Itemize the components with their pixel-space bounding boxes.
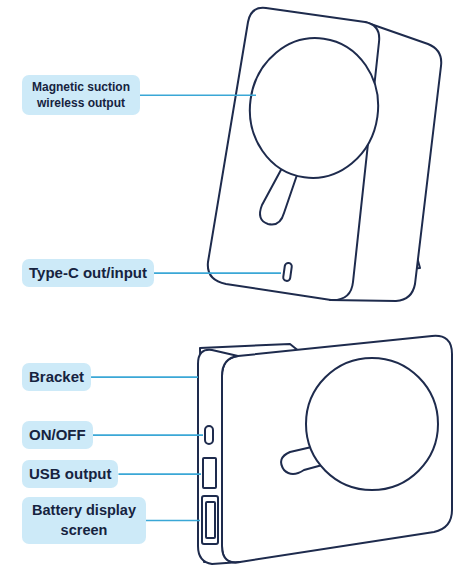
switch-label: ON/OFF — [22, 421, 93, 449]
display-label: Battery display screen — [22, 497, 146, 544]
label-text: Bracket — [29, 367, 84, 387]
magnetic-ring — [241, 30, 387, 186]
leader-line — [146, 520, 200, 522]
port-label: Type-C out/input — [22, 259, 154, 287]
label-text: USB output — [29, 464, 111, 484]
leader-line — [154, 272, 281, 274]
display-window — [206, 502, 215, 538]
device-side — [198, 350, 240, 564]
wireless-label: Magnetic suction wireless output — [22, 75, 140, 115]
leader-line — [118, 473, 201, 475]
leader-line — [93, 434, 203, 436]
type-c-port — [283, 263, 292, 282]
leader-line — [140, 94, 256, 96]
label-text: Magnetic suction wireless output — [26, 79, 136, 111]
device-front — [222, 336, 452, 563]
display-screen — [202, 496, 218, 544]
power-button — [205, 426, 213, 444]
ring-tail — [260, 168, 298, 225]
bracket-label: Bracket — [22, 363, 91, 391]
magnetic-ring — [306, 358, 438, 490]
usb-label: USB output — [22, 460, 118, 488]
usb-port — [203, 458, 216, 488]
leader-line — [91, 376, 198, 378]
label-text: Type-C out/input — [29, 263, 147, 283]
label-text: ON/OFF — [29, 425, 86, 445]
label-text: Battery display screen — [26, 501, 142, 540]
